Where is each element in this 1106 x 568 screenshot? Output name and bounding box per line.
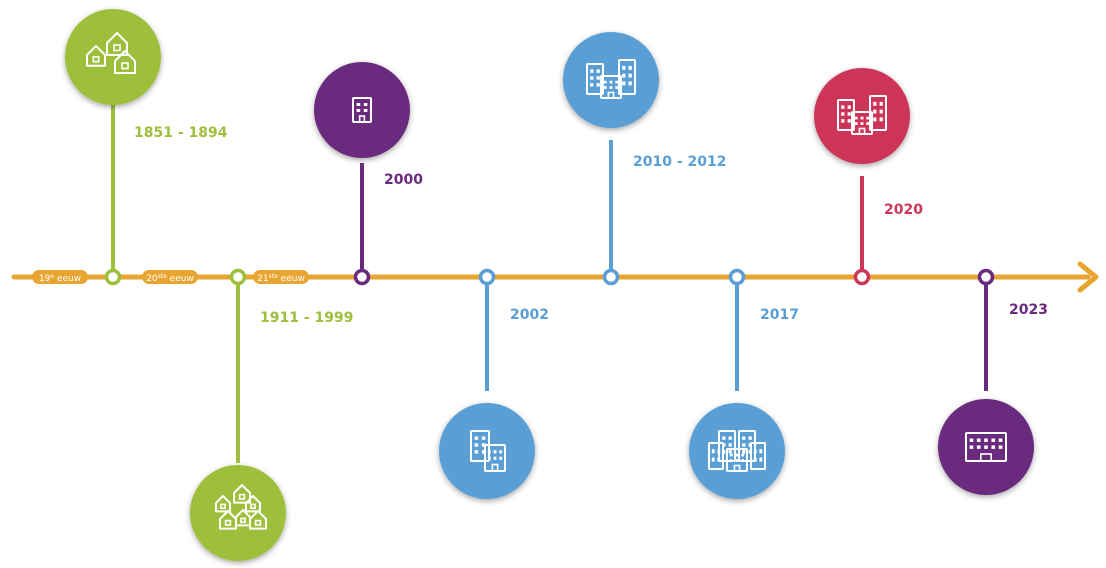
- event-circle: [814, 68, 910, 164]
- event-label: 2023: [1009, 302, 1048, 318]
- timeline-event: 2000: [314, 62, 423, 286]
- houses-many-icon: [215, 484, 267, 530]
- era-word: eeuw: [54, 274, 81, 284]
- event-node: [853, 268, 871, 286]
- event-node: [353, 268, 371, 286]
- event-label: 2010 - 2012: [633, 154, 727, 170]
- event-circle: [563, 32, 659, 128]
- era-superscript: ste: [158, 273, 167, 280]
- svg-text:20ste eeuw: 20ste eeuw: [146, 273, 194, 284]
- event-label: 2020: [884, 202, 923, 218]
- timeline-event: 2023: [938, 268, 1048, 495]
- event-circle: [314, 62, 410, 158]
- timeline-event: 1851 - 1894: [65, 9, 228, 286]
- building-small-icon: [352, 97, 372, 123]
- era-word: eeuw: [278, 274, 305, 284]
- timeline-event: 2002: [439, 268, 549, 499]
- event-circle: [689, 403, 785, 499]
- era-superscript: ste: [269, 273, 278, 280]
- event-label: 2002: [510, 307, 549, 323]
- buildings-three-icon: [586, 59, 636, 99]
- event-node: [104, 268, 122, 286]
- building-wide-icon: [965, 432, 1007, 462]
- buildings-two-icon: [470, 430, 506, 472]
- event-label: 2000: [384, 172, 423, 188]
- event-circle: [65, 9, 161, 105]
- event-circle: [439, 403, 535, 499]
- era-number: 21: [257, 274, 268, 284]
- buildings-complex-icon: [708, 430, 766, 472]
- era-label: 19e eeuw: [32, 270, 88, 284]
- svg-text:21ste eeuw: 21ste eeuw: [257, 273, 305, 284]
- timeline-event: 2017: [689, 268, 799, 499]
- era-number: 20: [146, 274, 158, 284]
- timeline-event: 1911 - 1999: [190, 268, 354, 561]
- era-superscript: e: [50, 273, 54, 280]
- event-node: [977, 268, 995, 286]
- timeline-event: 2010 - 2012: [563, 32, 727, 286]
- houses-cluster-icon: [86, 32, 136, 74]
- era-number: 19: [39, 274, 51, 284]
- era-word: eeuw: [167, 274, 194, 284]
- era-label: 21ste eeuw: [253, 270, 309, 284]
- event-node: [728, 268, 746, 286]
- event-label: 1911 - 1999: [260, 310, 354, 326]
- event-node: [229, 268, 247, 286]
- event-node: [602, 268, 620, 286]
- svg-text:19e eeuw: 19e eeuw: [39, 273, 81, 284]
- buildings-three-icon: [837, 95, 887, 135]
- timeline-arrowhead: [1077, 261, 1099, 293]
- timeline-event: 2020: [814, 68, 923, 286]
- event-label: 2017: [760, 307, 799, 323]
- event-node: [478, 268, 496, 286]
- event-label: 1851 - 1894: [134, 125, 228, 141]
- event-circle: [190, 465, 286, 561]
- era-label: 20ste eeuw: [142, 270, 198, 284]
